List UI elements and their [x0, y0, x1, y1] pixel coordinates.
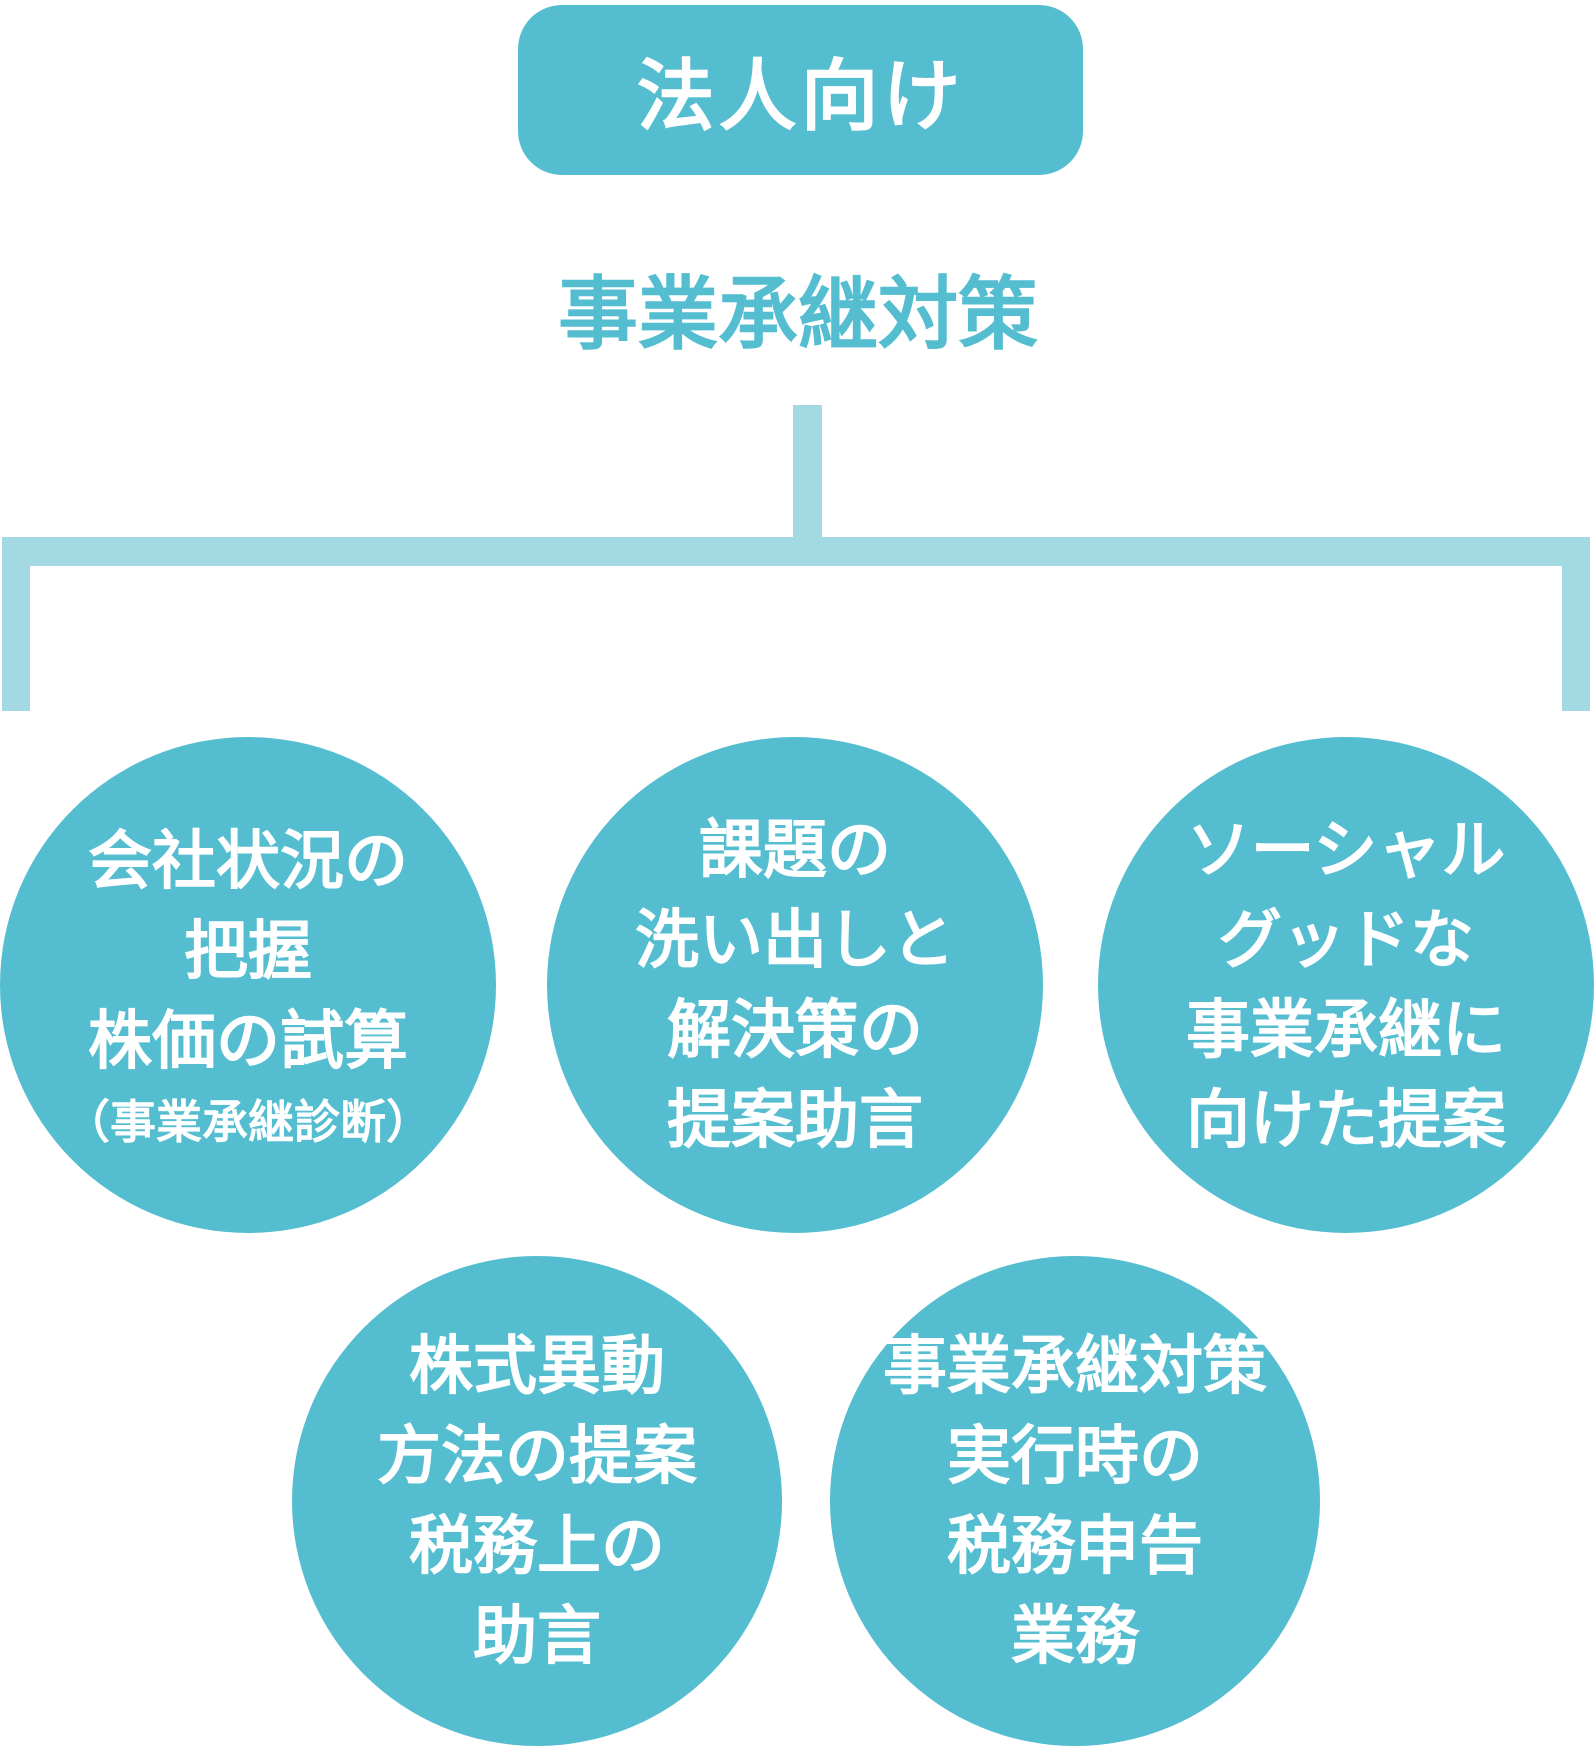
- circle-text-note: （事業承継診断）: [64, 1096, 432, 1148]
- circle-social-good-succession-proposal: ソーシャル グッドな 事業承継に 向けた提案: [1098, 737, 1594, 1233]
- circle-text-line: 事業承継に: [1186, 994, 1506, 1066]
- circle-text-line: 会社状況の: [88, 825, 408, 897]
- circle-succession-tax-filing: 事業承継対策 実行時の 税務申告 業務: [830, 1256, 1320, 1746]
- diagram-title: 事業承継対策: [558, 270, 1038, 359]
- circle-text-line: 株価の試算: [88, 1005, 408, 1077]
- circle-text-line: 把握: [184, 915, 312, 987]
- circle-text-line: 提案助言: [667, 1084, 923, 1156]
- connector-stem: [793, 405, 822, 539]
- circle-text-line: 税務申告: [947, 1510, 1203, 1582]
- circle-text-line: グッドな: [1218, 904, 1474, 976]
- circle-text-line: 解決策の: [667, 994, 923, 1066]
- corporate-badge-label: 法人向け: [636, 52, 965, 140]
- circle-text-line: 助言: [473, 1600, 601, 1672]
- connector-left-drop: [2, 537, 30, 711]
- circle-text-line: 株式異動: [409, 1330, 665, 1402]
- circle-text-line: 事業承継対策: [883, 1330, 1267, 1402]
- connector-horizontal-bar: [2, 537, 1590, 566]
- circle-text-line: 業務: [1011, 1600, 1139, 1672]
- circle-text-line: 向けた提案: [1186, 1084, 1506, 1156]
- circle-text-line: 実行時の: [947, 1420, 1203, 1492]
- corporate-badge: 法人向け: [518, 5, 1083, 175]
- circle-stock-transfer-tax-advice: 株式異動 方法の提案 税務上の 助言: [292, 1256, 782, 1746]
- circle-text-line: 課題の: [699, 814, 891, 886]
- circle-company-status-assessment: 会社状況の 把握 株価の試算 （事業承継診断）: [0, 737, 496, 1233]
- circle-issue-identification: 課題の 洗い出しと 解決策の 提案助言: [547, 737, 1043, 1233]
- circle-text-line: ソーシャル: [1186, 814, 1506, 886]
- connector-right-drop: [1562, 537, 1590, 711]
- circle-text-line: 方法の提案: [377, 1420, 697, 1492]
- circle-text-line: 税務上の: [409, 1510, 665, 1582]
- circle-text-line: 洗い出しと: [635, 904, 955, 976]
